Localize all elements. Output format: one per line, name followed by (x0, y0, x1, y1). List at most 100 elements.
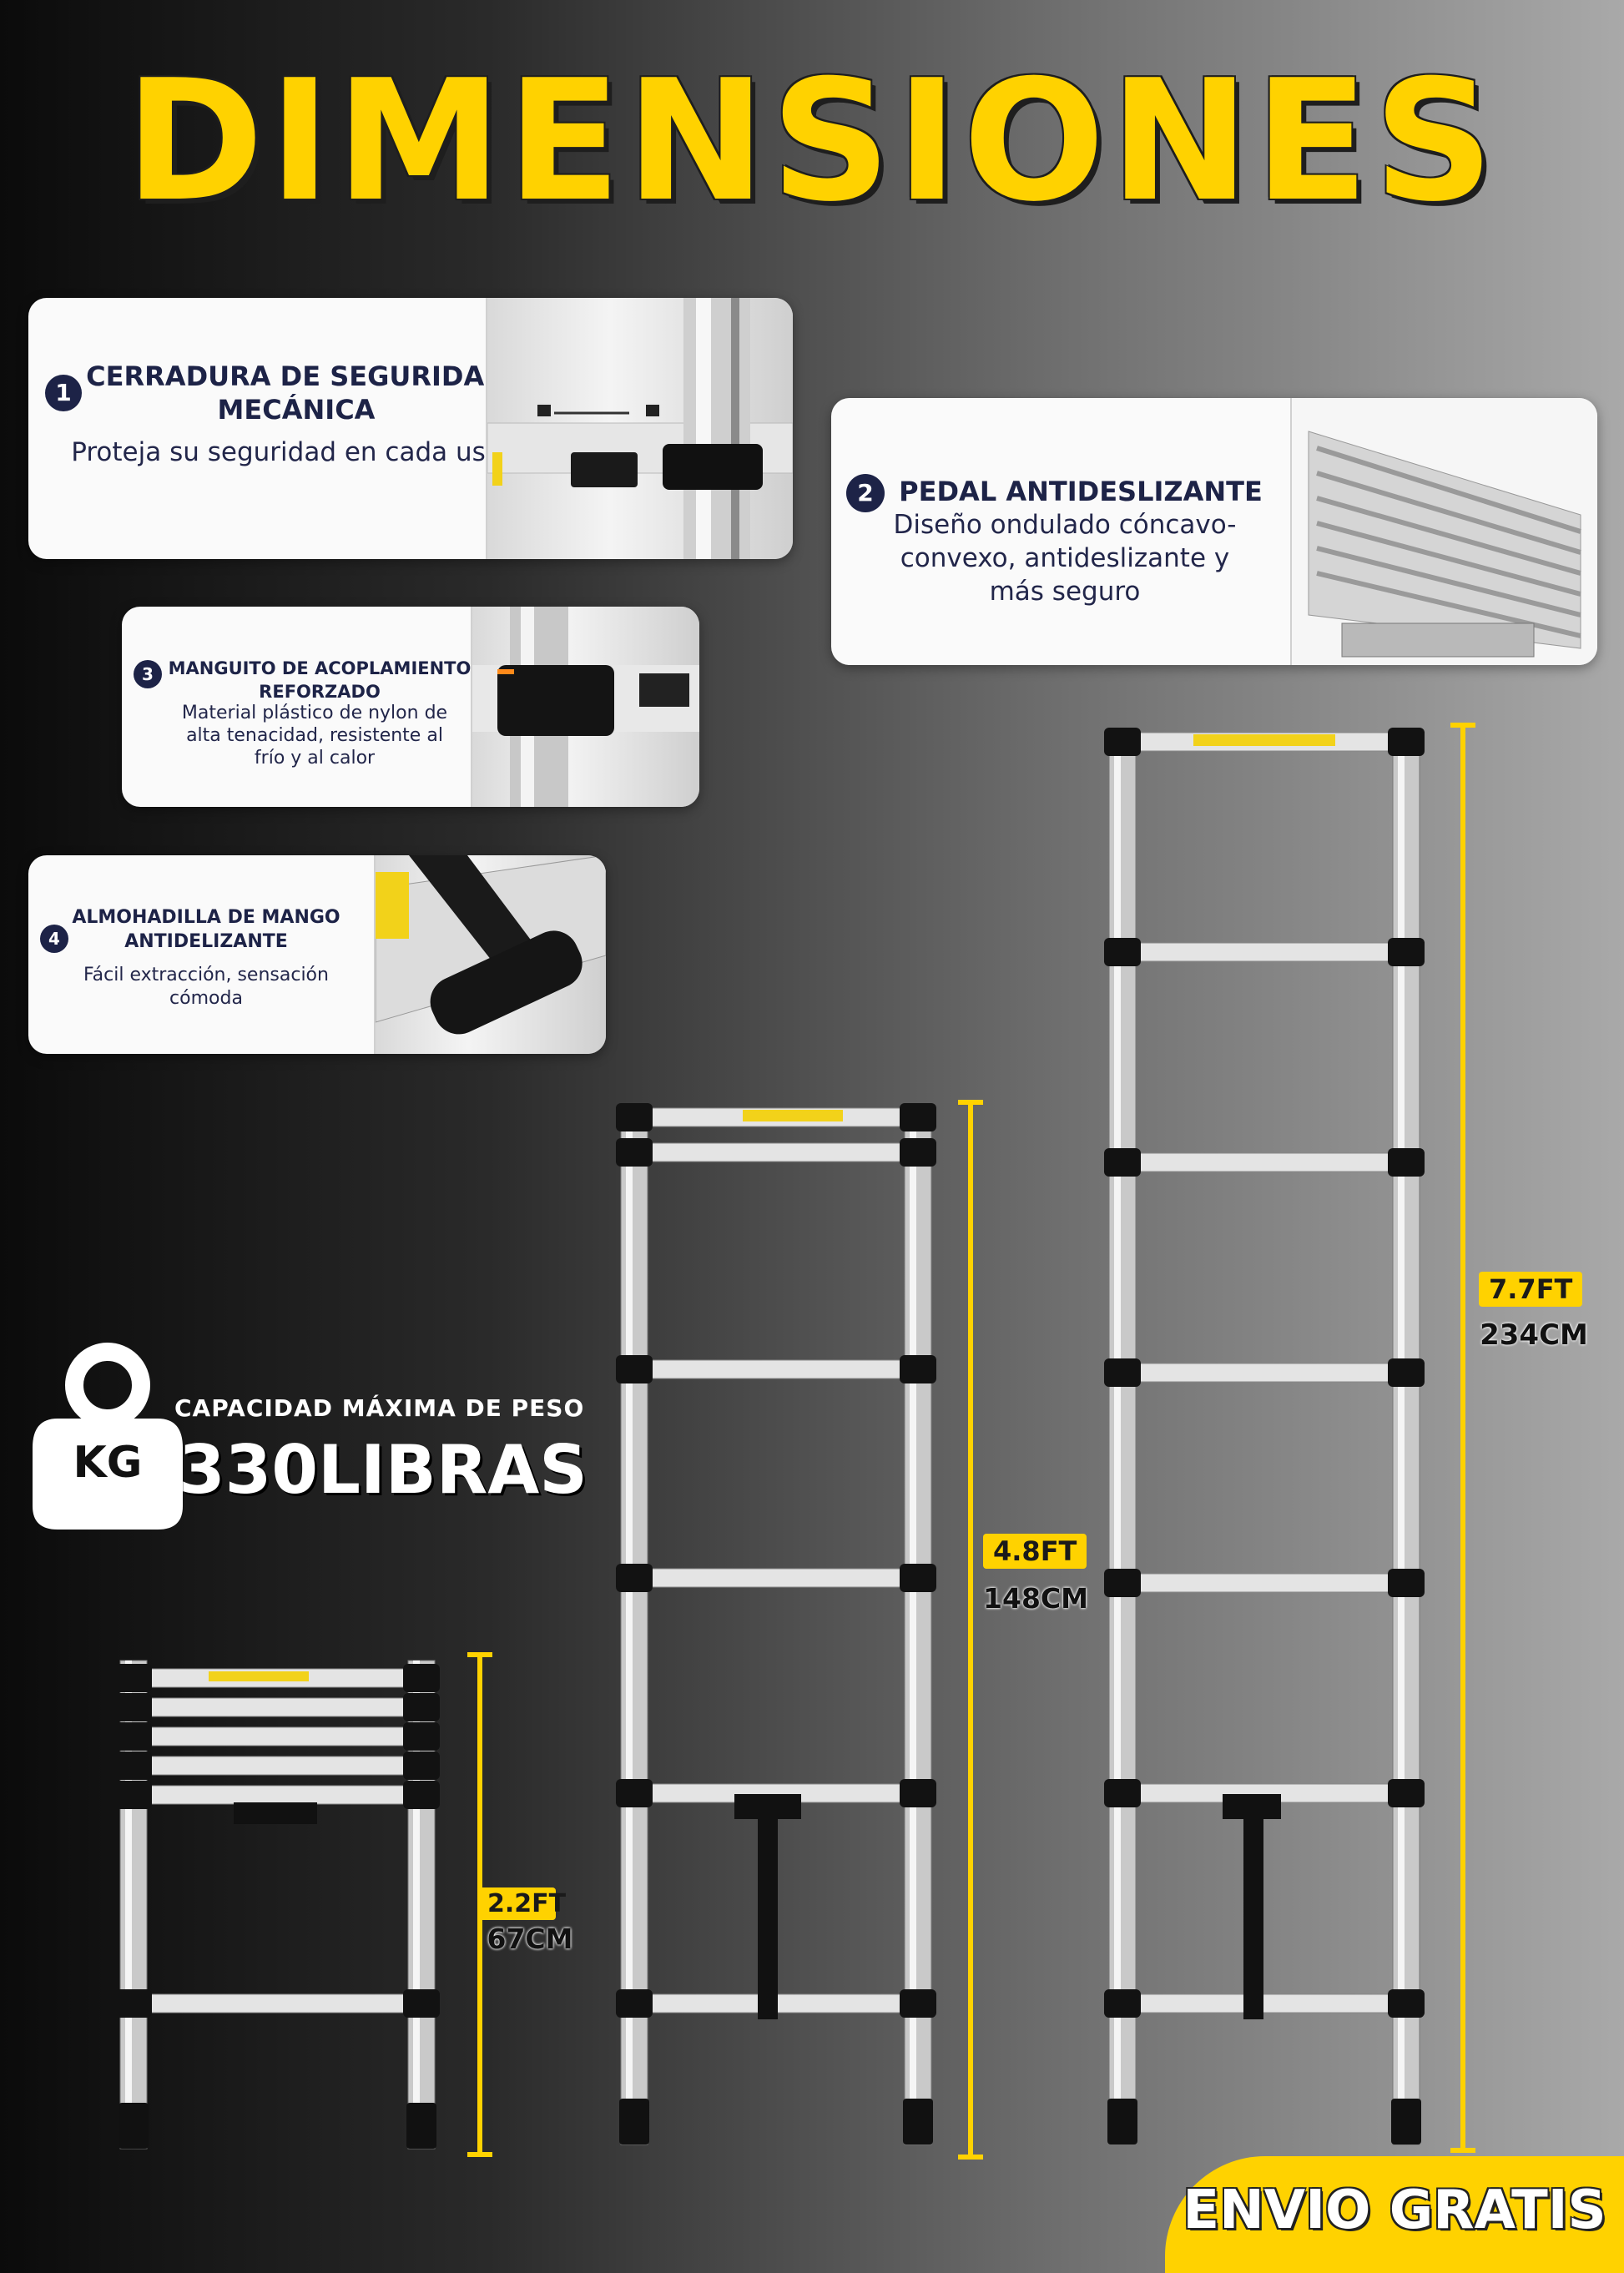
rung-clamp (616, 1103, 653, 1131)
rung-clamp (1388, 1569, 1425, 1597)
handle-pad-photo (374, 855, 606, 1054)
rung-clamp (900, 1103, 936, 1131)
rail-highlight (125, 1661, 132, 2149)
capacity-value: 330LIBRAS (179, 1431, 588, 1509)
rail-highlight (1398, 730, 1405, 2144)
lock-icon (646, 405, 659, 416)
rail-highlight (626, 1106, 633, 2144)
feature-title: ALMOHADILLA DE MANGO ANTIDELIZANTE (72, 907, 340, 952)
rail-highlight (413, 1661, 420, 2149)
rung-clamp (115, 1751, 152, 1780)
feature-card-coupling-sleeve: 3 MANGUITO DE ACOPLAMIENTO REFORZADO Mat… (122, 607, 699, 807)
rung-clamp (115, 1781, 152, 1809)
feature-description: Material plástico de nylon de alta tenac… (181, 703, 448, 769)
dimension-medium: 4.8FT 148CM (958, 1100, 1108, 2160)
ladder-foot (119, 2103, 149, 2149)
feature-title: CERRADURA DE SEGURIDAD MECÁNICA (86, 360, 507, 426)
kg-icon-label: KG (73, 1438, 143, 1488)
feature-title: MANGUITO DE ACOPLAMIENTO REFORZADO (168, 658, 472, 702)
ladder-rail (904, 1105, 932, 2145)
ladder-rail (620, 1105, 648, 2145)
dimension-feet: 4.8FT (983, 1534, 1087, 1569)
feature-title: PEDAL ANTIDESLIZANTE (899, 476, 1263, 507)
feature-description: Diseño ondulado cóncavo-convexo, antides… (893, 510, 1237, 607)
rung-clamp (1388, 1779, 1425, 1807)
dimension-feet: 2.2FT (477, 1887, 566, 1920)
rung-clamp (900, 1989, 936, 2018)
security-lock-photo (486, 298, 793, 559)
rung-clamp (403, 1722, 440, 1751)
rung-clamp (403, 1989, 440, 2018)
carry-strap-handle (234, 1802, 317, 1824)
kg-weight-icon (33, 1343, 183, 1530)
dimension-small: 2.2FT 67CM (467, 1652, 601, 2157)
ladder-rung (633, 1568, 919, 1588)
dimension-feet: 7.7FT (1479, 1272, 1582, 1307)
ladder-foot (406, 2103, 436, 2149)
dimension-cm: 234CM (1480, 1318, 1588, 1352)
rung-clamp (403, 1664, 440, 1692)
capacity-label: CAPACIDAD MÁXIMA DE PESO (174, 1394, 585, 1422)
ladder-rung (133, 1993, 422, 2013)
weight-capacity: KG CAPACIDAD MÁXIMA DE PESO 330LIBRAS (28, 1339, 613, 1531)
rung-clamp (403, 1781, 440, 1809)
rung-clamp (1104, 1989, 1141, 2018)
ladder-foot (1391, 2099, 1421, 2144)
unlock-icon (537, 405, 551, 416)
rung-clamp (1104, 1569, 1141, 1597)
ladder-rung (633, 1359, 919, 1379)
rung-clamp (1104, 1358, 1141, 1387)
ladder-rung (133, 1756, 422, 1776)
feature-number-badge: 2 (846, 474, 885, 512)
feature-number-badge: 4 (40, 925, 68, 953)
rung-clamp (616, 1989, 653, 2018)
feature-number-badge: 3 (134, 660, 162, 688)
rung-clamp (115, 1693, 152, 1721)
rung-clamp (403, 1693, 440, 1721)
ladder-rung (1122, 1573, 1407, 1593)
ladder-foot (619, 2099, 649, 2144)
rung-clamp (616, 1564, 653, 1592)
rung-clamp (1104, 728, 1141, 756)
ladder-foot (903, 2099, 933, 2144)
rung-clamp (616, 1779, 653, 1807)
rung-clamp (115, 1722, 152, 1751)
ladder-rung (133, 1726, 422, 1746)
rung-clamp (1104, 938, 1141, 966)
ladder-rung (133, 1697, 422, 1717)
anti-slip-pedal-photo (1290, 398, 1597, 665)
dimension-cm: 148CM (983, 1582, 1088, 1615)
rung-clamp (1388, 1358, 1425, 1387)
ladder-rung (133, 1785, 422, 1805)
rung-clamp (1104, 1779, 1141, 1807)
dimension-cm: 67CM (487, 1923, 573, 1955)
rung-clamp (616, 1138, 653, 1167)
carry-strap (1243, 1811, 1263, 2019)
rung-clamp (900, 1355, 936, 1383)
rung-clamp (115, 1989, 152, 2018)
ladder-rung (1122, 1993, 1407, 2013)
feature-card-handle-pad: 4 ALMOHADILLA DE MANGO ANTIDELIZANTE Fác… (28, 855, 606, 1054)
rung-clamp (900, 1138, 936, 1167)
coupling-sleeve-photo (471, 607, 699, 807)
carry-strap (758, 1811, 778, 2019)
feature-card-anti-slip-pedal: 2 PEDAL ANTIDESLIZANTE Diseño ondulado c… (831, 398, 1597, 665)
rung-clamp (616, 1355, 653, 1383)
rung-clamp (403, 1751, 440, 1780)
rung-clamp (115, 1664, 152, 1692)
rung-clamp (1388, 728, 1425, 756)
rail-highlight (1114, 730, 1121, 2144)
feature-description: Proteja su seguridad en cada uso (71, 437, 502, 467)
rung-clamp (1388, 1989, 1425, 2018)
dimension-large: 7.7FT 234CM (1450, 723, 1601, 2153)
ladder-rung (1122, 1363, 1407, 1383)
feature-description: Fácil extracción, sensación cómoda (83, 965, 329, 1009)
free-shipping-badge: ENVIO GRATIS (1165, 2156, 1624, 2273)
rail-highlight (910, 1106, 916, 2144)
page-title: DIMENSIONES (125, 44, 1499, 239)
warning-sticker (1193, 734, 1335, 746)
rung-clamp (1388, 938, 1425, 966)
rung-clamp (1104, 1148, 1141, 1177)
rung-clamp (900, 1779, 936, 1807)
